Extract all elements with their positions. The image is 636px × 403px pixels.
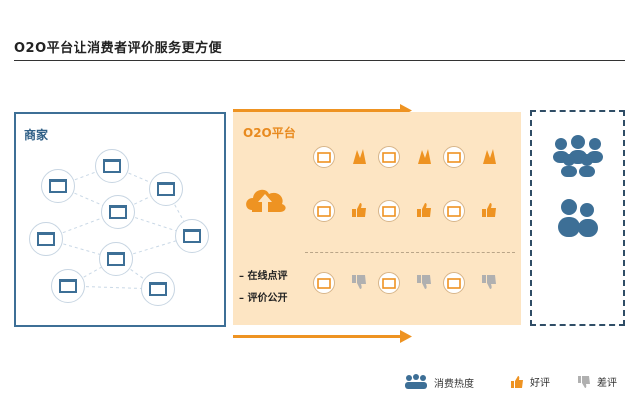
platform-divider (305, 252, 515, 253)
top-arrow-line (233, 109, 403, 112)
store-icon (175, 219, 209, 253)
store-icon (443, 272, 465, 294)
merchant-box: 商家 (14, 112, 226, 327)
legend-bad: 差评 (577, 374, 617, 389)
store-icon (443, 200, 465, 222)
store-icon (313, 146, 335, 168)
bottom-arrow-line (233, 335, 403, 338)
cloud-upload-icon (246, 189, 286, 218)
store-icon (313, 200, 335, 222)
heat-fire-icon (414, 146, 434, 166)
store-icon (41, 169, 75, 203)
legend-heat: 消费热度 (404, 374, 474, 390)
feature-public-review: – 评价公开 (239, 293, 288, 304)
store-icon (101, 195, 135, 229)
platform-box: O2O平台 – 在线点评 – 评价公开 (233, 112, 521, 325)
thumbs-up-icon (479, 200, 499, 220)
thumbs-down-icon (414, 272, 434, 292)
thumbs-down-icon (479, 272, 499, 292)
page-title: O2O平台让消费者评价服务更方便 (14, 41, 223, 56)
title-rule (14, 60, 625, 61)
store-icon (378, 200, 400, 222)
legend-bad-label: 差评 (597, 378, 617, 389)
store-icon (149, 172, 183, 206)
feature-online-review: – 在线点评 (239, 271, 288, 282)
merchant-label: 商家 (24, 128, 49, 142)
store-icon (51, 269, 85, 303)
thumbs-up-icon (414, 200, 434, 220)
legend-heat-label: 消费热度 (434, 378, 474, 390)
consumers-box (530, 110, 625, 326)
crowd-large-icon (553, 135, 603, 177)
store-icon (313, 272, 335, 294)
heat-fire-icon (479, 146, 499, 166)
legend-good-label: 好评 (530, 378, 550, 389)
thumbs-down-icon (578, 375, 590, 388)
legend-good: 好评 (510, 374, 550, 389)
store-icon (378, 272, 400, 294)
bottom-arrow-head-icon (400, 330, 412, 343)
platform-label: O2O平台 (243, 126, 296, 140)
thumbs-up-icon (349, 200, 369, 220)
store-icon (29, 222, 63, 256)
thumbs-up-icon (511, 375, 523, 388)
thumbs-down-icon (349, 272, 369, 292)
store-icon (95, 149, 129, 183)
store-icon (378, 146, 400, 168)
crowd-icon (405, 374, 427, 389)
store-icon (141, 272, 175, 306)
heat-fire-icon (349, 146, 369, 166)
store-icon (443, 146, 465, 168)
store-icon (99, 242, 133, 276)
people-small-icon (558, 199, 598, 237)
